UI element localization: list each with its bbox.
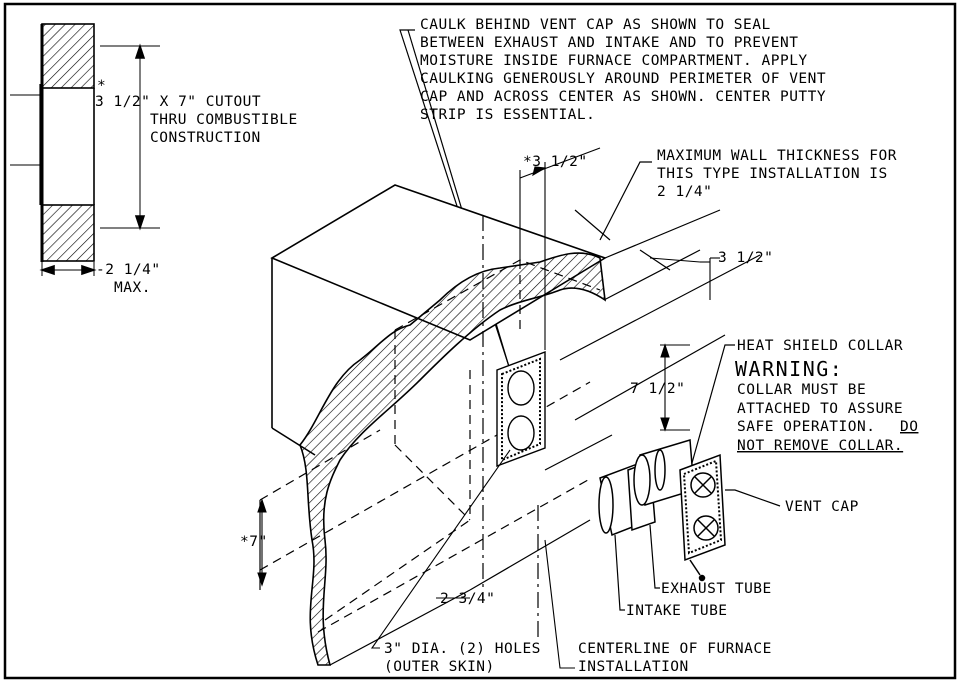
lower-hole <box>507 415 535 451</box>
warning-line-1: COLLAR MUST BE <box>737 382 866 398</box>
dimension-lines <box>257 147 720 669</box>
holes-line-1: 3" DIA. (2) HOLES <box>384 641 541 657</box>
callout-leaders <box>614 344 781 611</box>
cutout-note-line-1: 3 1/2" X 7" CUTOUT <box>95 94 261 110</box>
dim-height: 7 1/2" <box>630 381 685 397</box>
vent-cap-assembly <box>598 439 726 582</box>
dim-right-width: 3 1/2" <box>718 250 773 266</box>
wall-thickness-line-2: THIS TYPE INSTALLATION IS <box>657 166 888 182</box>
caulk-note-line-5: CAP AND ACROSS CENTER AS SHOWN. CENTER P… <box>420 89 826 105</box>
wall-gasket-plate <box>496 350 546 468</box>
warning-line-3: SAFE OPERATION. <box>737 419 875 435</box>
wall-section-detail <box>10 23 160 276</box>
cutout-note-line-2: THRU COMBUSTIBLE <box>150 112 298 128</box>
max-thickness-label: MAX. <box>114 280 151 296</box>
exhaust-tube-label: EXHAUST TUBE <box>661 581 772 597</box>
vent-cap-label: VENT CAP <box>785 499 859 515</box>
intake-tube-label: INTAKE TUBE <box>626 603 728 619</box>
wall-section-bottom-hatch <box>41 204 95 262</box>
holes-line-2: (OUTER SKIN) <box>384 659 495 675</box>
warning-line-4: NOT REMOVE COLLAR. <box>737 438 903 454</box>
warning-do: DO <box>900 419 918 435</box>
centerline-line-2: INSTALLATION <box>578 659 689 675</box>
drawing-border <box>3 2 957 680</box>
max-thickness-dim: -2 1/4" <box>96 262 161 278</box>
caulk-note-line-3: MOISTURE INSIDE FURNACE COMPARTMENT. APP… <box>420 53 808 69</box>
dim-top-width: *3 1/2" <box>523 154 588 170</box>
wall-cut-left <box>299 252 606 666</box>
warning-title: WARNING: <box>735 357 843 381</box>
caulk-note-line-2: BETWEEN EXHAUST AND INTAKE AND TO PREVEN… <box>420 35 798 51</box>
centerline-line-1: CENTERLINE OF FURNACE <box>578 641 772 657</box>
cutout-star: * <box>97 78 106 94</box>
cutout-note-line-3: CONSTRUCTION <box>150 130 261 146</box>
dim-offset: 2 3/4" <box>440 591 495 607</box>
warning-line-2: ATTACHED TO ASSURE <box>737 401 903 417</box>
caulk-note-line-1: CAULK BEHIND VENT CAP AS SHOWN TO SEAL <box>420 17 771 33</box>
dim-left-height: *7" <box>240 534 268 550</box>
upper-hole <box>507 370 535 406</box>
wall-thickness-leader <box>574 161 671 271</box>
screw <box>689 559 701 576</box>
caulk-note-line-4: CAULKING GENEROUSLY AROUND PERIMETER OF … <box>420 71 826 87</box>
heat-shield-label: HEAT SHIELD COLLAR <box>737 338 903 354</box>
caulk-note-line-6: STRIP IS ESSENTIAL. <box>420 107 595 123</box>
wall-block <box>259 184 761 666</box>
wall-section-top-hatch <box>41 23 95 89</box>
wall-thickness-line-1: MAXIMUM WALL THICKNESS FOR <box>657 148 897 164</box>
wall-thickness-line-3: 2 1/4" <box>657 184 712 200</box>
